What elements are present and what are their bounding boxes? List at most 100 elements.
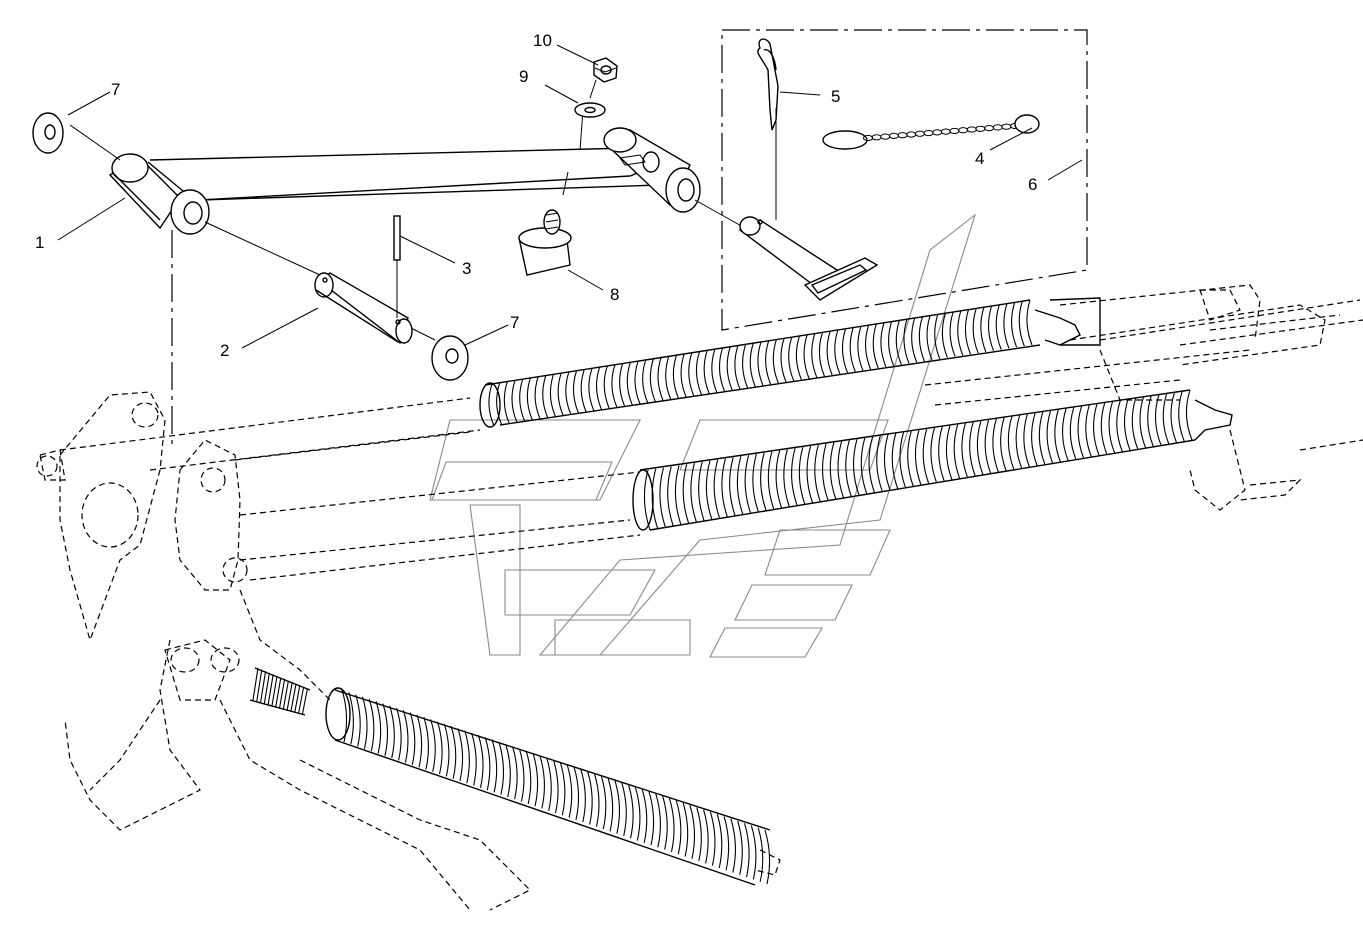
bolt-thread [294,685,301,713]
spring-coil [1015,414,1023,469]
spring-coil [1000,417,1007,472]
spring-coil [355,694,361,747]
spring-coil [737,820,743,875]
spring-coil [690,462,697,523]
spring-coil [496,382,503,426]
spring-coil [713,459,721,519]
spring-coil [657,357,664,401]
spring-coil [938,426,945,482]
spring-coil [680,353,687,398]
spring-coil [341,689,348,743]
spring-coil [464,730,470,784]
callout-1: 1 [35,233,44,252]
spring-coil [757,827,764,882]
spring-coil [703,809,709,864]
spring-coil [969,421,976,477]
spring-coil [614,780,620,834]
spring-coil [402,710,409,763]
bolt-thread [286,682,293,710]
spring-coil [734,345,741,390]
spring-coil [643,469,651,531]
spring-coil [348,692,354,745]
upper-spring [479,297,1101,428]
spring-coil [621,782,627,837]
spring-coil [491,739,498,793]
bolt-thread [256,669,263,702]
spring-coil [1054,409,1061,463]
spring-coil [682,464,690,524]
spring-coil [674,465,682,526]
spring-coil [853,438,860,496]
chain-link [975,125,986,132]
spring-coil [573,766,580,820]
chain-link [888,132,899,139]
spring-coil [988,305,995,351]
callout-8: 8 [610,285,619,304]
spring-coil [891,433,899,490]
bolt-thread [267,674,274,705]
spring-coil [668,798,675,853]
spring-coil [641,789,648,843]
spring-coil [767,451,775,510]
spring-coil [895,320,902,365]
spring-coil [512,746,518,800]
spring-coil [911,317,918,363]
chain-link [958,127,969,134]
spring-coil [423,716,429,770]
watermark-logo [429,213,977,658]
leader-lines [57,44,1083,349]
spring-coil [730,818,736,873]
spring-coil [648,791,655,846]
hair-pin-clip [757,38,779,131]
callout-7-left: 7 [111,80,120,99]
spring-coil [876,435,883,492]
spring-coil [834,329,841,375]
spring-coil [721,458,728,518]
spring-coil [788,337,795,382]
spring-coil [443,723,450,777]
spring-coil [488,383,495,427]
spring-coil [918,316,925,362]
spring-coil [649,358,656,402]
spring-coil [780,338,787,383]
spring-coil [416,714,423,768]
spring-coil [375,701,382,754]
spring-coil [1178,390,1185,442]
spring-coil [566,764,573,818]
spring-coil [729,457,736,517]
callout-6: 6 [1028,175,1037,194]
spring-coil [1108,401,1116,454]
bolt-thread [271,675,278,706]
spring-coil [949,311,956,357]
spring-coil [682,802,689,857]
spring-coil [662,795,668,850]
lower-spring [632,389,1233,531]
chain-link [1001,123,1012,130]
chain-link [863,134,873,142]
spring-coil [505,744,511,798]
spring-coil [698,461,705,522]
chain [822,114,1040,150]
spring-coil [772,339,779,384]
spring-coil [845,440,852,497]
spring-coil [607,777,614,832]
spring-coil [368,698,375,752]
spring-coil [552,759,559,814]
spring-coil [634,786,641,841]
washer-right [431,335,469,381]
spring-coil [436,721,443,775]
spring-coil [659,467,667,528]
spring-coil [688,352,695,397]
spring-coil [396,707,402,761]
spring-coil [587,771,593,825]
spring-coil [865,325,872,370]
spring-coil [557,373,564,416]
spring-coil [651,468,659,529]
spring-coil [526,377,533,421]
spring-coil [634,361,641,405]
spring-coil [655,793,661,848]
spring-coil [783,449,790,508]
spring-coil [705,460,713,520]
pin [314,272,413,345]
